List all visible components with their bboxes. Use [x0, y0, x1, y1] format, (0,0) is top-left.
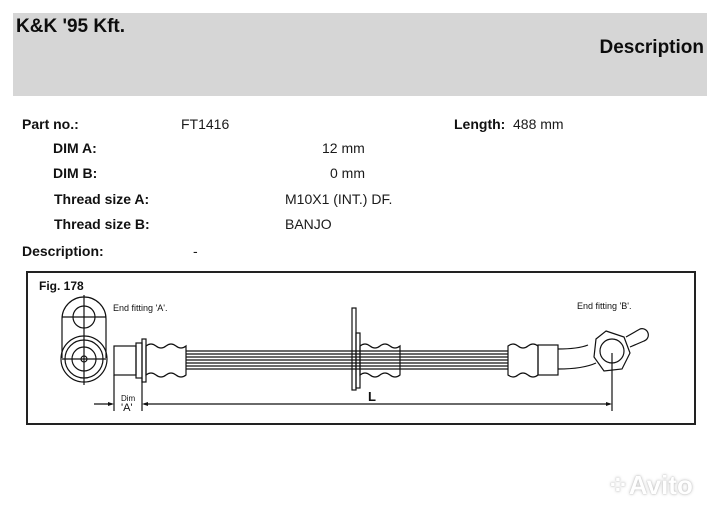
length-value: 488 mm: [513, 116, 564, 132]
dim-label: Dim: [121, 394, 136, 403]
thread-b-label: Thread size B:: [54, 216, 150, 232]
thread-a-value: M10X1 (INT.) DF.: [285, 191, 393, 207]
thread-b-value: BANJO: [285, 216, 332, 232]
description-value: -: [193, 243, 198, 259]
end-fitting-b-label: End fitting 'B'.: [577, 301, 632, 311]
avito-logo-icon: ⁘: [607, 470, 629, 500]
figure-label: Fig. 178: [39, 279, 84, 293]
end-fitting-a-label: End fitting 'A'.: [113, 303, 168, 313]
page-title: Description: [599, 37, 704, 58]
dim-a-marker: 'A': [121, 402, 133, 414]
part-no-row: Part no.:: [22, 116, 79, 132]
watermark-text: Avito: [628, 470, 693, 500]
avito-watermark: ⁘Avito: [607, 470, 693, 501]
header-bar: K&K '95 Kft. Description: [13, 13, 707, 96]
dim-b-label: DIM B:: [53, 165, 98, 181]
hose-diagram: Fig. 178 End fitting 'A'. End fitting 'B…: [26, 271, 696, 425]
length-marker: L: [368, 389, 376, 404]
dim-a-value: 12 mm: [322, 140, 365, 156]
part-no-value: FT1416: [181, 116, 230, 132]
description-label: Description:: [22, 243, 104, 259]
dim-b-value: 0 mm: [330, 165, 365, 181]
dim-a-label: DIM A:: [53, 140, 97, 156]
hose-drawing: [60, 295, 649, 411]
thread-a-label: Thread size A:: [54, 191, 150, 207]
brand-name: K&K '95 Kft.: [16, 16, 126, 37]
part-no-label: Part no.:: [22, 116, 79, 132]
length-label: Length:: [454, 116, 506, 132]
